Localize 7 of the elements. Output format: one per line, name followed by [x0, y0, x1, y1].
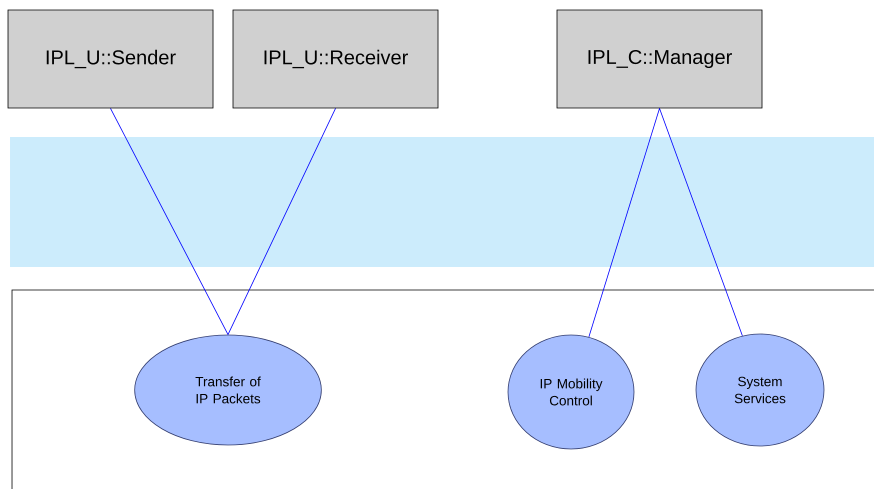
connector-line — [588, 108, 660, 338]
class-box: IPL_C::Manager — [556, 10, 762, 108]
connector-line — [228, 108, 336, 335]
class-box: IPL_U::Receiver — [232, 10, 438, 108]
class-box: IPL_U::Sender — [8, 10, 214, 108]
connector-line — [110, 108, 228, 335]
connector-line — [659, 108, 743, 336]
